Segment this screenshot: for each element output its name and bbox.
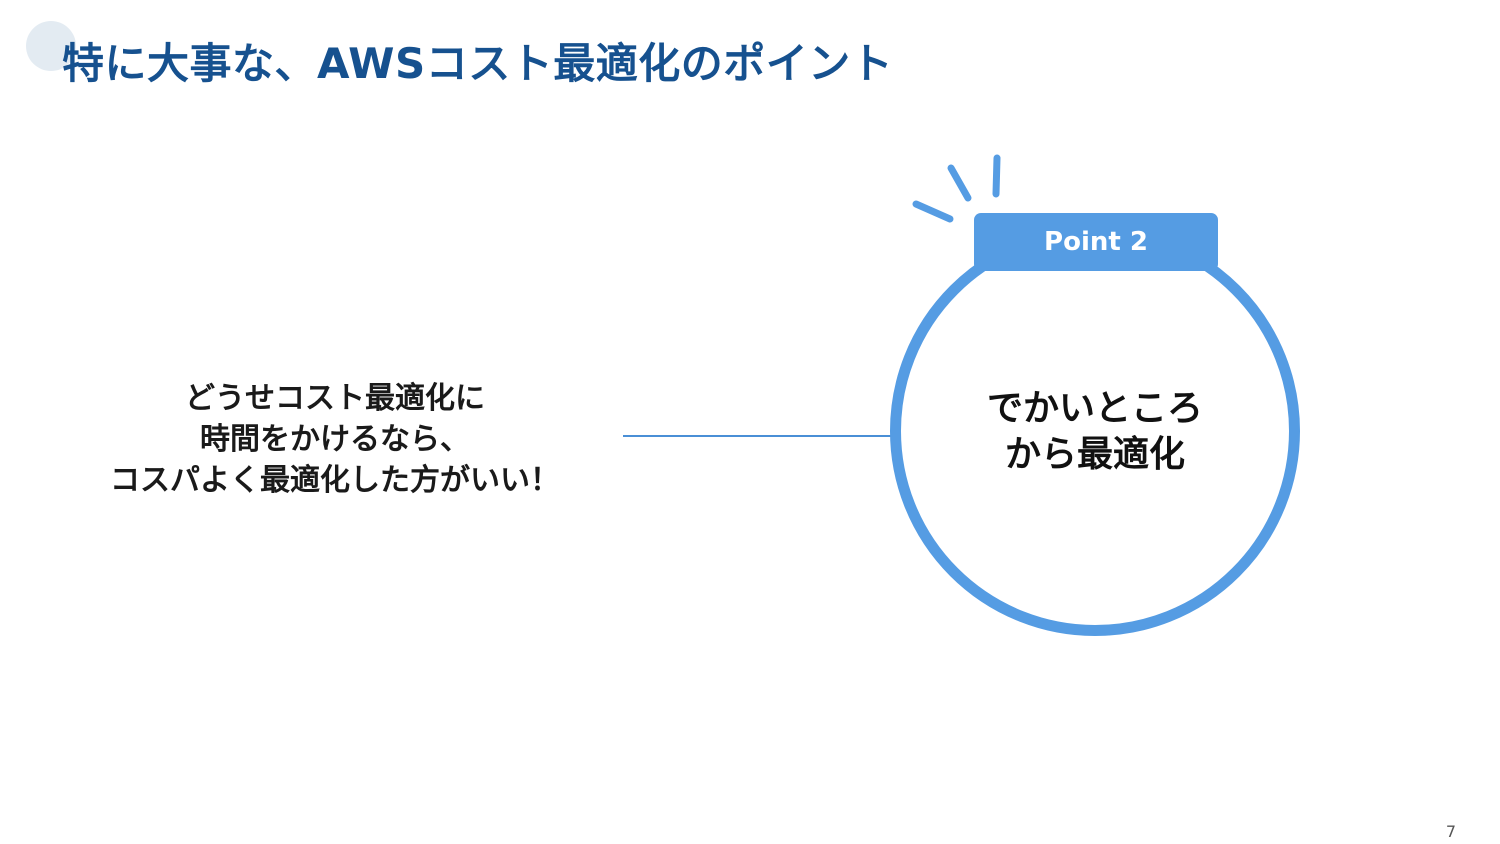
point-message: でかいところ から最適化 xyxy=(930,386,1260,478)
point-label-tab: Point 2 xyxy=(974,213,1218,271)
emphasis-burst-icon xyxy=(912,154,1001,223)
point-message-line: でかいところ xyxy=(986,388,1203,429)
point-circle xyxy=(890,226,1300,636)
slide-title: 特に大事な、AWSコスト最適化のポイント xyxy=(62,39,894,88)
left-message-line: コスパよく最適化した方がいい！ xyxy=(110,463,560,498)
connector-line xyxy=(623,435,895,437)
left-message: どうせコスト最適化に 時間をかけるなら、 コスパよく最適化した方がいい！ xyxy=(40,378,630,501)
title-decoration-dot xyxy=(26,21,76,71)
point-message-line: から最適化 xyxy=(1004,434,1185,475)
left-message-line: 時間をかけるなら、 xyxy=(200,422,470,457)
page-number: 7 xyxy=(1445,822,1456,841)
left-message-line: どうせコスト最適化に xyxy=(185,381,485,416)
